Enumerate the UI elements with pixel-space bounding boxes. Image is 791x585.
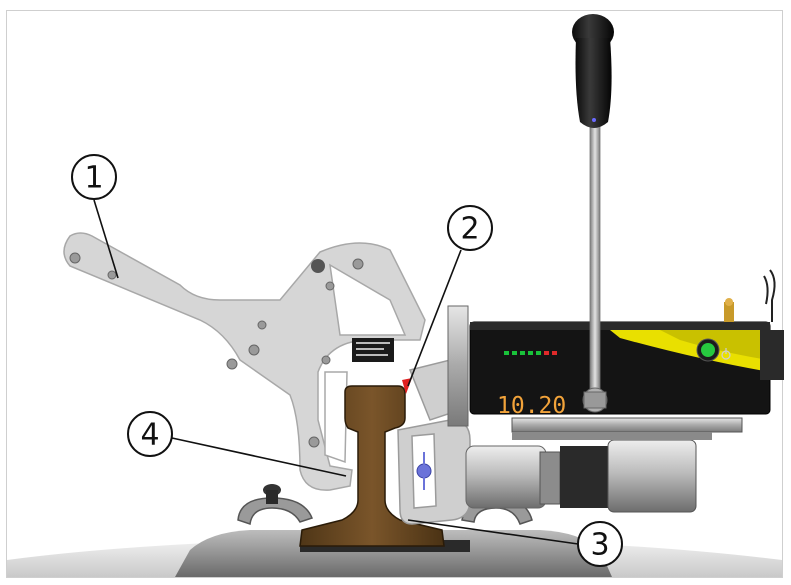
callout-1: 1 bbox=[71, 154, 119, 279]
svg-text:1: 1 bbox=[84, 161, 103, 196]
svg-text:2: 2 bbox=[460, 212, 479, 247]
led-indicator bbox=[520, 351, 525, 355]
svg-text:3: 3 bbox=[590, 528, 609, 563]
brass-fitting bbox=[724, 298, 734, 322]
led-indicator bbox=[528, 351, 533, 355]
sensor-bracket bbox=[397, 359, 471, 525]
led-indicator bbox=[536, 351, 541, 355]
carriage-rails bbox=[511, 417, 743, 440]
gauge-frame bbox=[63, 232, 426, 491]
callout-3: 3 bbox=[407, 519, 623, 567]
gauge-frame-bolts bbox=[69, 252, 364, 448]
rail-profile bbox=[299, 385, 445, 547]
callout-2: 2 bbox=[407, 205, 493, 387]
device-display: 10.20 bbox=[497, 393, 566, 419]
frame-knob bbox=[311, 259, 325, 273]
display-value: 10.20 bbox=[497, 393, 566, 419]
power-button[interactable] bbox=[696, 338, 720, 362]
motor-assembly bbox=[465, 439, 697, 513]
led-indicator bbox=[552, 351, 557, 355]
image-frame bbox=[6, 10, 783, 578]
rail-clip-left bbox=[237, 484, 313, 526]
power-icon bbox=[721, 348, 731, 360]
led-indicator bbox=[504, 351, 509, 355]
sensor-indicator bbox=[416, 452, 432, 490]
svg-text:4: 4 bbox=[140, 418, 159, 453]
lever-knob[interactable] bbox=[572, 14, 614, 128]
callout-4: 4 bbox=[127, 411, 347, 477]
led-bar bbox=[504, 351, 557, 355]
led-indicator bbox=[544, 351, 549, 355]
nameplate bbox=[352, 338, 394, 362]
led-indicator bbox=[512, 351, 517, 355]
